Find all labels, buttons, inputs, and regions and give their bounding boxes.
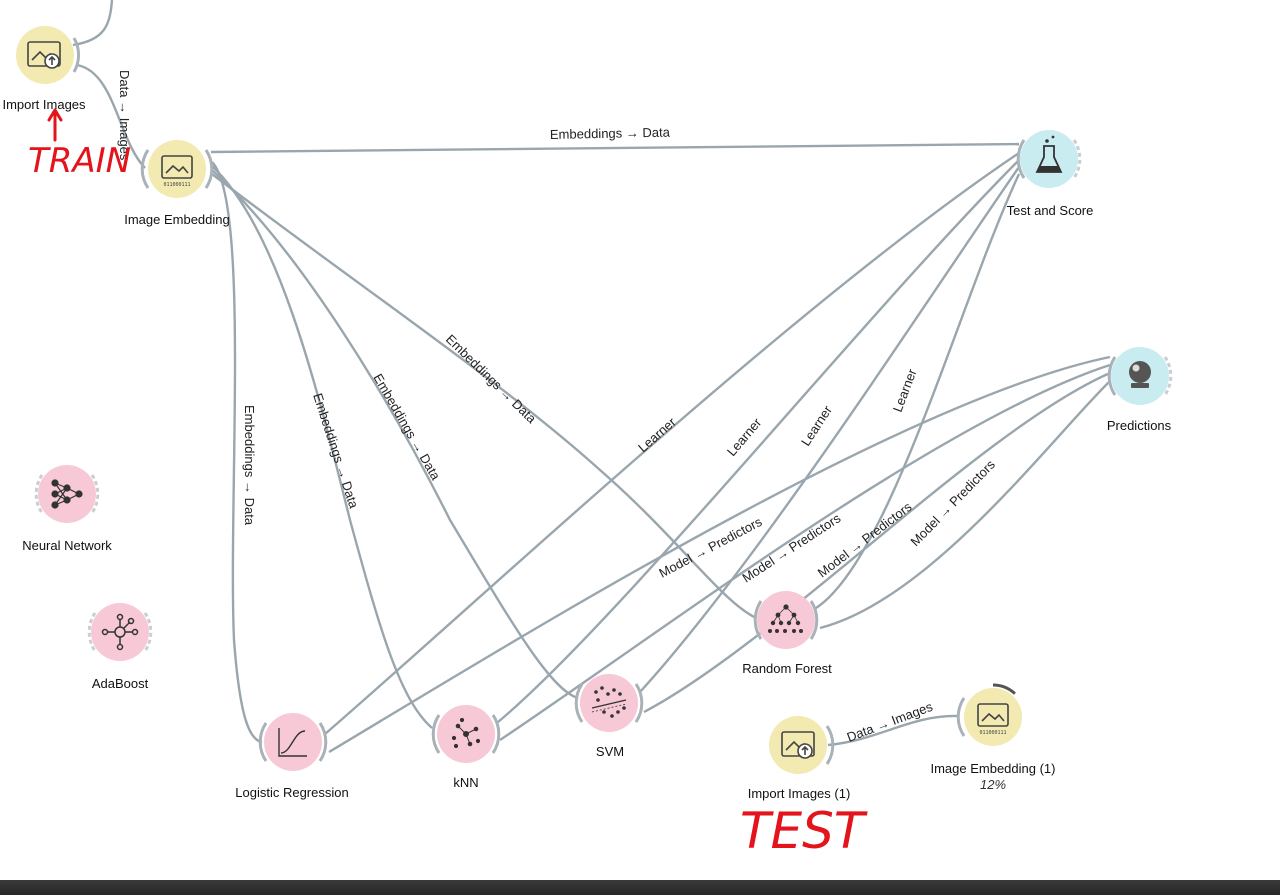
widget-knn[interactable]: kNN <box>431 705 501 790</box>
widget-image-embedding[interactable]: 011000111 Image Embedding <box>124 140 230 227</box>
widget-logistic-regression[interactable]: Logistic Regression <box>235 713 349 800</box>
widget-predictions[interactable]: Predictions <box>1107 347 1173 433</box>
link-logreg-predictors[interactable] <box>328 355 1111 754</box>
link-label-learner-logreg: Learner <box>635 414 679 455</box>
sigmoid-icon <box>278 728 307 757</box>
widget-svm[interactable]: SVM <box>574 674 644 759</box>
widget-title: Image Embedding (1) <box>930 761 1055 776</box>
link-label-predictors-svm: Model → Predictors <box>815 499 915 581</box>
svg-text:011000111: 011000111 <box>163 182 190 188</box>
link-import1-to-embedding1[interactable] <box>827 714 959 747</box>
widget-import-images[interactable]: Import Images <box>2 26 86 112</box>
link-label-data-images-1: Data → Images <box>845 699 935 745</box>
link-embedding-to-testscore[interactable] <box>210 142 1020 154</box>
link-label-embeddings-logreg: Embeddings → Data <box>242 405 257 526</box>
knn-icon <box>451 717 481 749</box>
link-label-learner-rf: Learner <box>890 366 920 414</box>
annotation-train: TRAIN <box>28 108 131 181</box>
image-binary-icon: 011000111 <box>977 703 1009 736</box>
link-label-data-images: Data → Images <box>117 70 132 161</box>
widget-body[interactable] <box>38 465 96 523</box>
widget-body[interactable] <box>16 26 74 84</box>
widget-test-and-score[interactable]: Test and Score <box>1007 130 1094 218</box>
taskbar <box>0 880 1280 895</box>
widget-adaboost[interactable]: AdaBoost <box>87 603 153 691</box>
annotation-test: TEST <box>740 802 868 860</box>
link-label-embeddings-svm: Embeddings → Data <box>370 371 443 483</box>
image-upload-icon <box>781 731 815 759</box>
widget-body[interactable] <box>580 674 638 732</box>
widget-random-forest[interactable]: Random Forest <box>742 591 832 676</box>
svm-icon <box>591 686 627 718</box>
link-label-embeddings-testscore: Embeddings → Data <box>550 125 671 142</box>
widget-title: SVM <box>596 744 624 759</box>
link-svm-learner[interactable] <box>639 166 1020 693</box>
widget-neural-network[interactable]: Neural Network <box>22 465 112 553</box>
link-label-embeddings-rf: Embeddings → Data <box>443 331 540 426</box>
link-embedding-to-svm[interactable] <box>211 169 579 700</box>
widget-title: Predictions <box>1107 418 1172 433</box>
crystal-ball-icon <box>1129 361 1151 388</box>
network-icon <box>51 479 83 509</box>
widget-title: Import Images <box>2 97 86 112</box>
workflow-links <box>72 0 1111 754</box>
progress-ring <box>959 683 1027 751</box>
widget-import-images-1[interactable]: Import Images (1) <box>748 716 851 801</box>
widget-title: Neural Network <box>22 538 112 553</box>
link-import-to-embedding[interactable] <box>76 63 146 169</box>
link-rf-learner[interactable] <box>815 173 1021 610</box>
link-upstream[interactable] <box>72 0 114 47</box>
progress-text: 12% <box>980 777 1006 792</box>
widget-title: Logistic Regression <box>235 785 348 800</box>
link-embedding-to-knn[interactable] <box>211 165 433 729</box>
svg-text:TEST: TEST <box>740 802 868 860</box>
image-upload-icon <box>27 41 61 69</box>
widget-title: Test and Score <box>1007 203 1094 218</box>
widget-title: Random Forest <box>742 661 832 676</box>
link-labels: Data → Images Embeddings → Data Embeddin… <box>117 70 998 745</box>
widget-title: Image Embedding <box>124 212 230 227</box>
link-knn-learner[interactable] <box>497 159 1020 723</box>
link-rf-predictors[interactable] <box>819 380 1111 630</box>
widget-body[interactable] <box>757 591 815 649</box>
image-binary-icon: 011000111 <box>161 155 193 188</box>
widget-title: AdaBoost <box>92 676 149 691</box>
widget-title: Import Images (1) <box>748 786 851 801</box>
link-embedding-to-logreg[interactable] <box>211 161 263 744</box>
link-knn-predictors[interactable] <box>499 363 1111 741</box>
hub-icon <box>101 613 139 651</box>
link-label-embeddings-knn: Embeddings → Data <box>310 391 362 511</box>
widget-image-embedding-1[interactable]: 011000111 Image Embedding (1) 12% <box>930 683 1056 792</box>
widget-body[interactable] <box>91 603 149 661</box>
svg-text:TRAIN: TRAIN <box>28 141 131 181</box>
link-embedding-to-rf[interactable] <box>211 173 757 620</box>
flask-icon <box>1035 135 1063 173</box>
link-svm-predictors[interactable] <box>643 371 1111 714</box>
tree-icon <box>768 604 804 634</box>
svg-text:011000111: 011000111 <box>979 730 1006 736</box>
link-logreg-learner[interactable] <box>324 152 1020 735</box>
widget-title: kNN <box>453 775 478 790</box>
link-label-learner-knn: Learner <box>724 415 765 459</box>
link-label-learner-svm: Learner <box>798 402 835 448</box>
arrow-up-icon <box>47 108 63 142</box>
widget-body[interactable] <box>1020 130 1078 188</box>
